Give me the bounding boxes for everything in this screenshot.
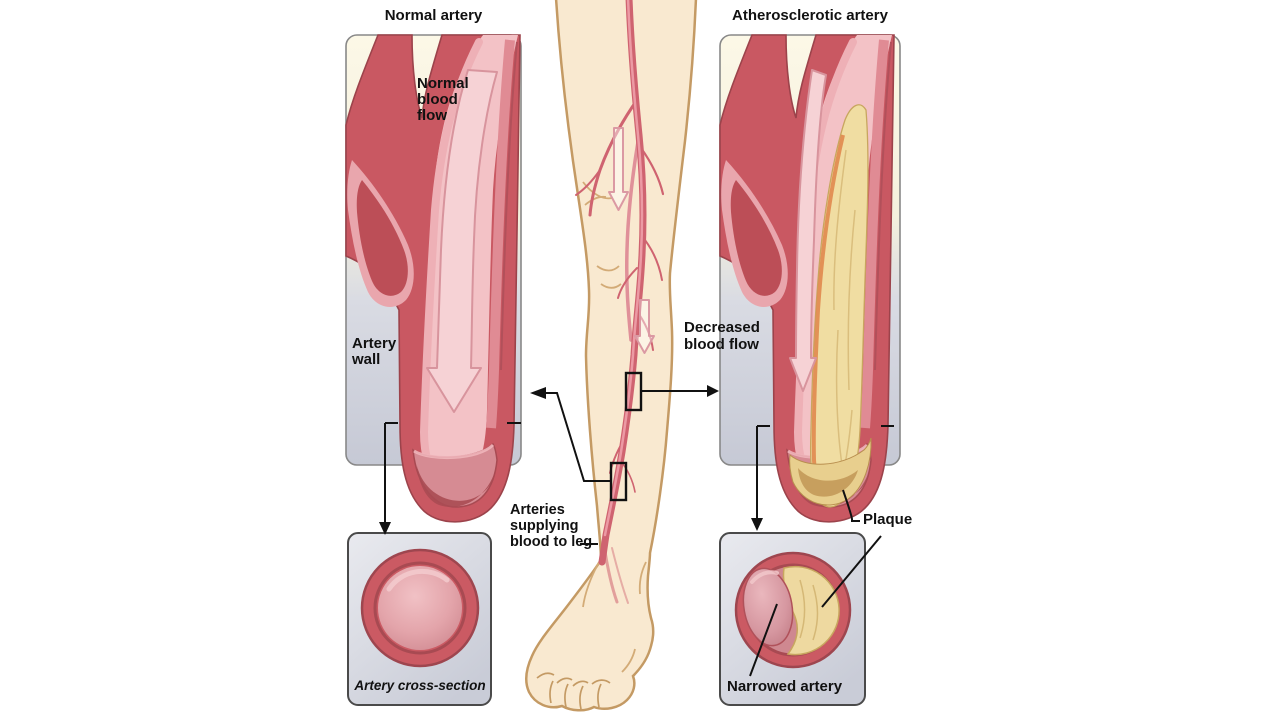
normal-flow-arrow-icon	[426, 69, 498, 413]
narrowed-artery-label: Narrowed artery	[727, 678, 843, 695]
artery-cross-section-box	[347, 532, 492, 706]
normal-artery-title: Normal artery	[384, 7, 483, 24]
leg-skin	[524, 0, 698, 712]
atherosclerotic-artery-panel-art	[720, 35, 901, 522]
narrowed-lumen	[742, 567, 794, 647]
leg-flow-arrow-icons	[608, 127, 655, 354]
decreased-flow-arrow-icon	[789, 69, 827, 392]
plaque-label: Plaque	[863, 511, 913, 528]
normal-blood-flow-label: Normal blood flow	[417, 75, 469, 124]
arteries-supplying-leg-label: Arteries supplying blood to leg	[510, 502, 593, 550]
skin-creases	[582, 181, 647, 673]
toes	[536, 672, 611, 710]
decreased-blood-flow-label: Decreased blood flow	[684, 319, 760, 353]
narrowed-artery-box	[719, 532, 866, 706]
leg-illustration	[524, 0, 698, 712]
connector-lines	[379, 385, 894, 677]
normal-artery-panel-art	[346, 35, 521, 522]
artery-wall-label: Artery wall	[352, 335, 397, 368]
atherosclerotic-artery-title: Atherosclerotic artery	[732, 7, 888, 24]
artery-cross-section-caption: Artery cross-section	[354, 678, 486, 693]
